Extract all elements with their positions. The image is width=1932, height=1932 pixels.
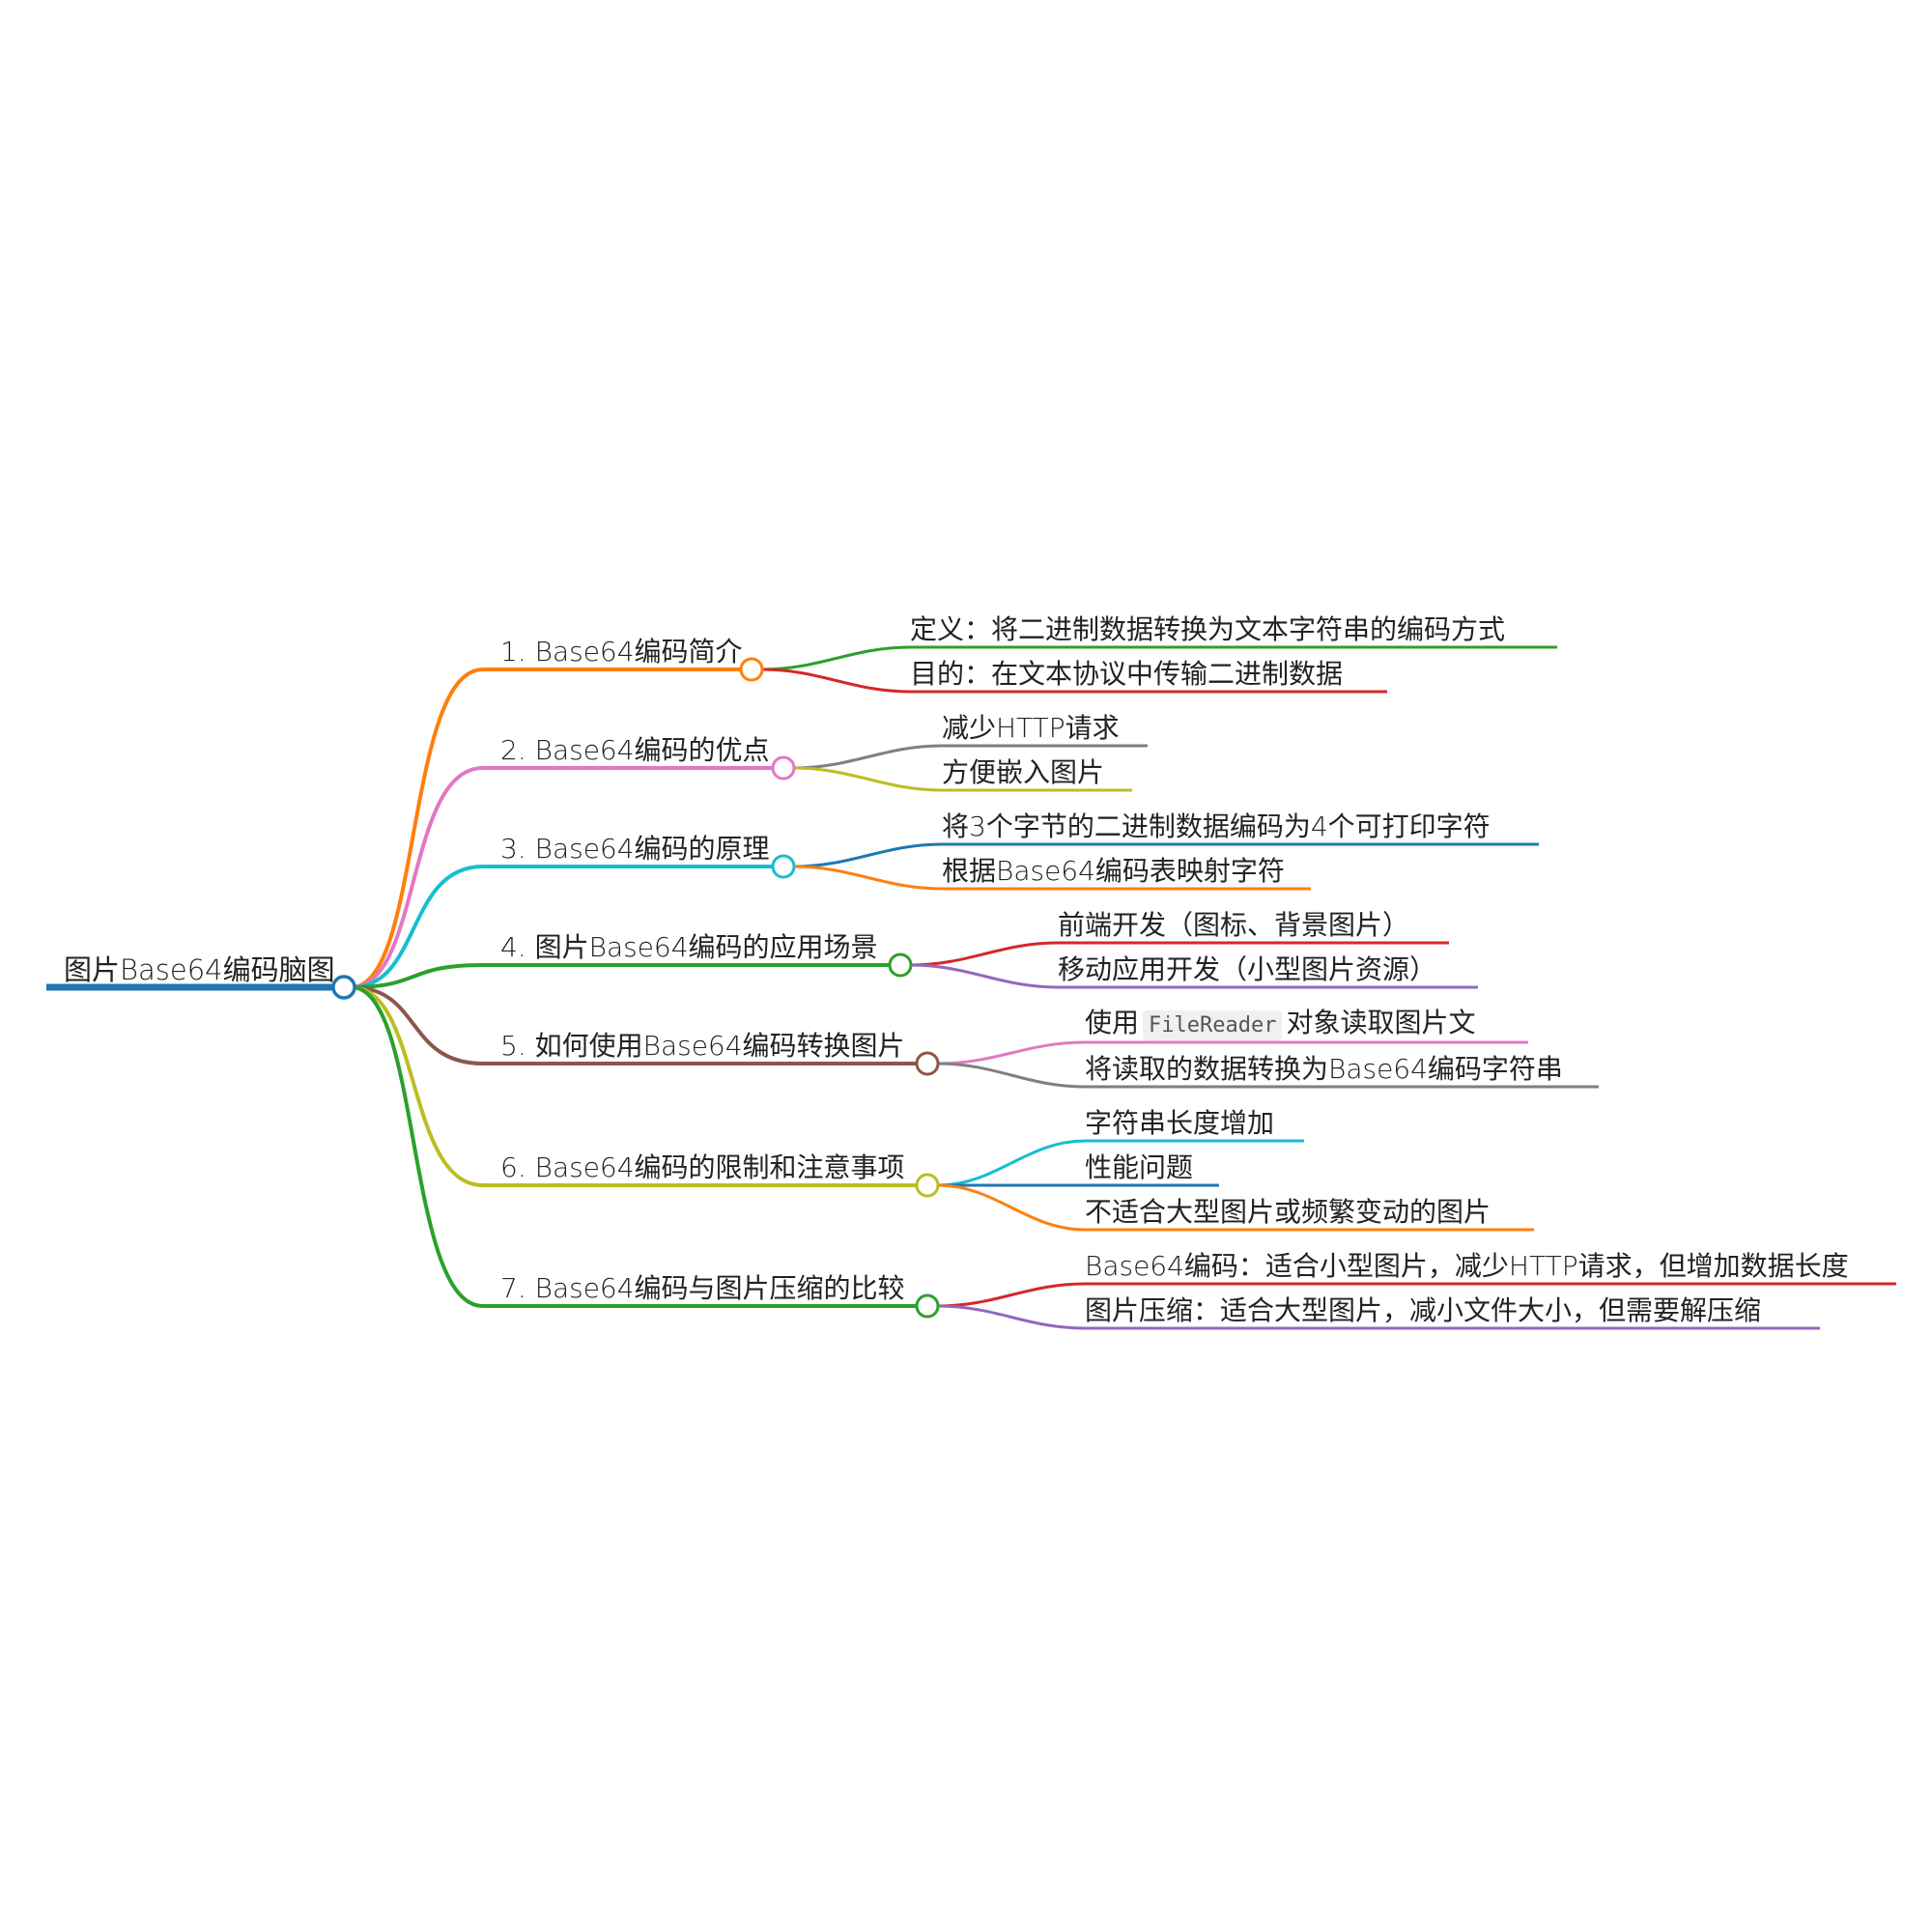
edge-branch-5-leaf-1 xyxy=(937,1040,1528,1065)
root-collapse-toggle[interactable] xyxy=(331,975,356,1000)
leaf-1-2-label[interactable]: 目的：在文本协议中传输二进制数据 xyxy=(910,658,1344,690)
leaf-3-1-label[interactable]: 将3个字节的二进制数据编码为4个可打印字符 xyxy=(942,810,1491,842)
branch-7-collapse-toggle[interactable] xyxy=(915,1293,940,1319)
leaf-2-1-label[interactable]: 减少HTTP请求 xyxy=(942,712,1120,744)
branch-3-label[interactable]: 3. Base64编码的原理 xyxy=(500,833,770,865)
edge-root-to-branch-2 xyxy=(351,766,773,989)
edge-branch-3-leaf-1 xyxy=(793,842,1539,868)
branch-7-label[interactable]: 7. Base64编码与图片压缩的比较 xyxy=(500,1272,905,1304)
leaf-6-2-label[interactable]: 性能问题 xyxy=(1085,1151,1194,1183)
leaf-4-2-label[interactable]: 移动应用开发（小型图片资源） xyxy=(1058,953,1437,985)
leaf-5-1-suffix: 对象读取图片文 xyxy=(1286,1007,1476,1038)
branch-5-label[interactable]: 5. 如何使用Base64编码转换图片 xyxy=(500,1030,905,1062)
branch-2-collapse-toggle[interactable] xyxy=(771,755,796,781)
edge-branch-3-leaf-2 xyxy=(793,865,1311,891)
leaf-3-2-label[interactable]: 根据Base64编码表映射字符 xyxy=(942,855,1285,887)
edge-root-to-branch-7 xyxy=(351,985,917,1308)
edge-branch-1-leaf-1 xyxy=(761,645,1557,671)
branch-6-label[interactable]: 6. Base64编码的限制和注意事项 xyxy=(500,1151,905,1183)
edge-branch-2-leaf-2 xyxy=(793,766,1132,792)
leaf-5-1-prefix: 使用 xyxy=(1085,1007,1140,1038)
branch-3-collapse-toggle[interactable] xyxy=(771,854,796,879)
branch-5-collapse-toggle[interactable] xyxy=(915,1051,940,1076)
edge-branch-5-leaf-2 xyxy=(937,1062,1599,1089)
code-inline-filereader: FileReader xyxy=(1143,1010,1283,1040)
edge-branch-1-leaf-2 xyxy=(761,668,1387,694)
edge-root-to-branch-3 xyxy=(351,865,773,989)
edge-branch-4-leaf-1 xyxy=(910,941,1449,967)
edge-branch-4-leaf-2 xyxy=(910,963,1478,989)
root-node-label[interactable]: 图片Base64编码脑图 xyxy=(64,953,335,986)
branch-6-collapse-toggle[interactable] xyxy=(915,1173,940,1198)
edge-branch-6-leaf-3 xyxy=(937,1183,1534,1232)
leaf-7-2-label[interactable]: 图片压缩：适合大型图片，减小文件大小，但需要解压缩 xyxy=(1085,1294,1762,1326)
edge-root-to-branch-6 xyxy=(351,985,917,1187)
edge-branch-2-leaf-1 xyxy=(793,744,1148,770)
leaf-6-3-label[interactable]: 不适合大型图片或频繁变动的图片 xyxy=(1085,1196,1492,1228)
edge-branch-7-leaf-2 xyxy=(937,1304,1820,1330)
leaf-4-1-label[interactable]: 前端开发（图标、背景图片） xyxy=(1058,909,1410,941)
edge-branch-6-leaf-1 xyxy=(937,1139,1304,1187)
edge-root-to-branch-4 xyxy=(351,963,890,989)
branch-4-label[interactable]: 4. 图片Base64编码的应用场景 xyxy=(500,931,878,963)
branch-2-label[interactable]: 2. Base64编码的优点 xyxy=(500,734,770,766)
leaf-5-2-label[interactable]: 将读取的数据转换为Base64编码字符串 xyxy=(1085,1053,1563,1085)
leaf-1-1-label[interactable]: 定义：将二进制数据转换为文本字符串的编码方式 xyxy=(910,613,1506,645)
branch-1-collapse-toggle[interactable] xyxy=(739,657,764,682)
leaf-6-1-label[interactable]: 字符串长度增加 xyxy=(1085,1107,1275,1139)
leaf-7-1-label[interactable]: Base64编码：适合小型图片，减少HTTP请求，但增加数据长度 xyxy=(1085,1250,1849,1282)
branch-1-label[interactable]: 1. Base64编码简介 xyxy=(500,636,743,668)
edge-root-to-branch-1 xyxy=(351,668,741,989)
branch-4-collapse-toggle[interactable] xyxy=(888,952,913,978)
leaf-2-2-label[interactable]: 方便嵌入图片 xyxy=(942,756,1105,788)
edge-root-to-branch-5 xyxy=(351,985,917,1065)
edge-branch-7-leaf-1 xyxy=(937,1282,1896,1308)
